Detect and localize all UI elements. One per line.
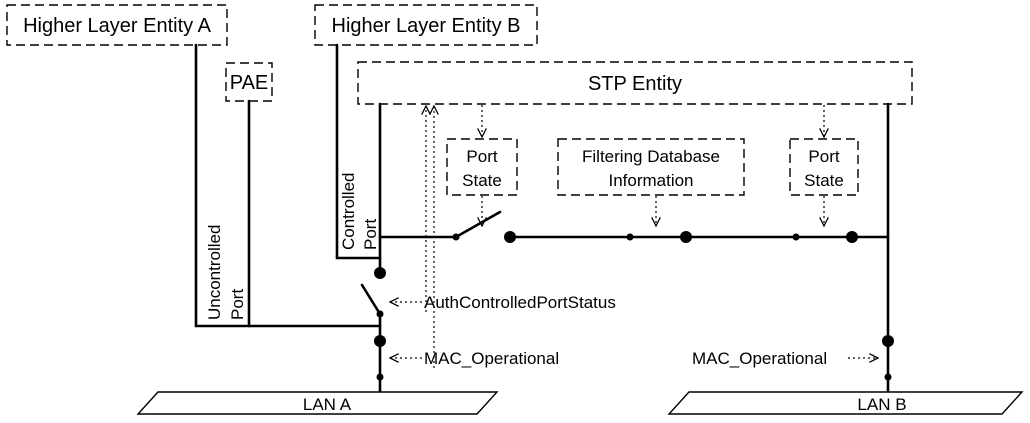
pae-box: PAE bbox=[225, 62, 273, 102]
mac-operational-b-label: MAC_Operational bbox=[692, 349, 827, 368]
uncontrolled-port-label-2: Port bbox=[228, 289, 247, 320]
uncontrolled-port-label-1: Uncontrolled bbox=[205, 225, 224, 320]
auth-status-label: AuthControlledPortStatus bbox=[424, 293, 616, 312]
mac-a-large-dot bbox=[374, 335, 386, 347]
controlled-switch-top-dot bbox=[374, 267, 386, 279]
port-state-1-line2: State bbox=[462, 171, 502, 190]
higher-layer-entity-b: Higher Layer Entity B bbox=[314, 4, 538, 46]
stp-entity: STP Entity bbox=[357, 61, 913, 105]
lan-b: LAN B bbox=[667, 391, 1024, 415]
filtering-line1: Filtering Database bbox=[582, 147, 720, 166]
bridge-switch-open bbox=[454, 210, 502, 239]
switch-pivot-dot bbox=[452, 233, 460, 241]
lan-a: LAN A bbox=[136, 391, 499, 415]
mac-operational-a-label: MAC_Operational bbox=[424, 349, 559, 368]
mac-b-small-dot bbox=[884, 373, 892, 381]
bridge-large-dot-1 bbox=[680, 231, 692, 243]
port-state-2-line1: Port bbox=[808, 147, 839, 166]
higher-layer-entity-a: Higher Layer Entity A bbox=[6, 4, 228, 46]
controlled-port-label-1: Controlled bbox=[339, 173, 358, 251]
filtering-database-box: Filtering Database Information bbox=[557, 138, 745, 196]
port-state-box-1: Port State bbox=[446, 138, 518, 196]
port-state-1-line1: Port bbox=[466, 147, 497, 166]
stp-entity-label: STP Entity bbox=[588, 73, 682, 95]
mac-a-small-dot bbox=[376, 373, 384, 381]
higher-layer-entity-b-label: Higher Layer Entity B bbox=[332, 15, 521, 37]
mac-b-large-dot bbox=[882, 335, 894, 347]
filtering-line2: Information bbox=[608, 171, 693, 190]
port-state-2-line2: State bbox=[804, 171, 844, 190]
bridge-small-dot-1 bbox=[626, 233, 634, 241]
lan-b-label: LAN B bbox=[857, 395, 906, 414]
bridge-large-dot-2 bbox=[846, 231, 858, 243]
pae-label: PAE bbox=[230, 72, 269, 94]
higher-layer-entity-a-label: Higher Layer Entity A bbox=[23, 15, 212, 37]
controlled-port-wire-b bbox=[335, 43, 382, 260]
lan-a-label: LAN A bbox=[303, 395, 352, 414]
port-state-box-2: Port State bbox=[789, 138, 859, 196]
switch-contact-dot bbox=[504, 231, 516, 243]
controlled-port-switch-open bbox=[360, 283, 382, 316]
uncontrolled-port-wire bbox=[194, 43, 382, 328]
controlled-port-label-2: Port bbox=[361, 219, 380, 250]
bridge-small-dot-2 bbox=[792, 233, 800, 241]
